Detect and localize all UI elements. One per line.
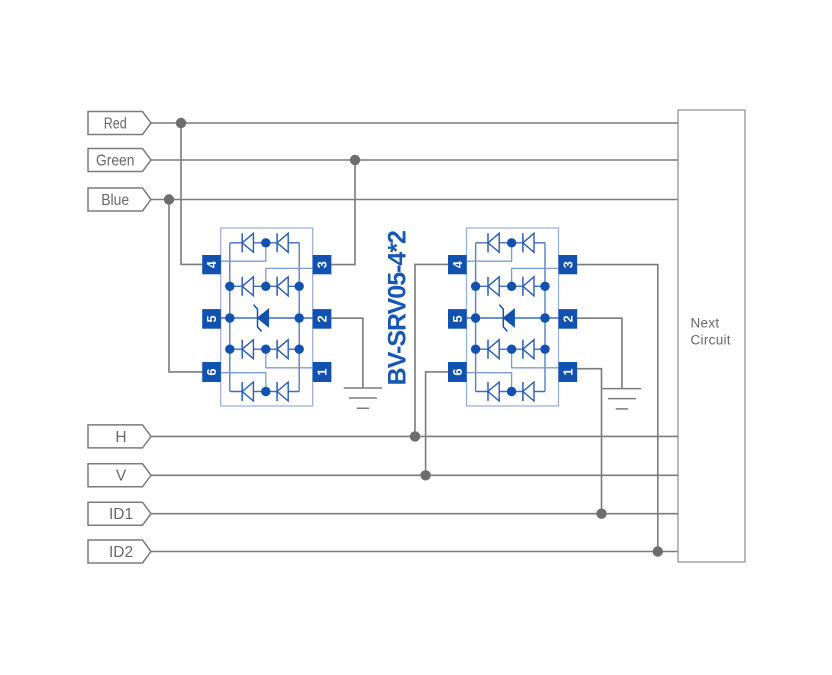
svg-text:V: V — [116, 468, 127, 485]
svg-text:Red: Red — [104, 115, 127, 132]
svg-text:4: 4 — [204, 260, 219, 268]
svg-text:4: 4 — [450, 260, 465, 268]
svg-text:6: 6 — [204, 368, 219, 375]
svg-text:ID2: ID2 — [109, 544, 133, 561]
svg-text:5: 5 — [204, 315, 219, 322]
svg-text:BV-SRV05-4*2: BV-SRV05-4*2 — [384, 231, 412, 385]
svg-text:Circuit: Circuit — [691, 332, 731, 347]
svg-text:Blue: Blue — [101, 192, 129, 209]
svg-text:5: 5 — [450, 315, 465, 322]
svg-text:2: 2 — [560, 315, 575, 322]
svg-text:3: 3 — [560, 261, 575, 268]
svg-text:6: 6 — [450, 368, 465, 375]
svg-text:Green: Green — [96, 152, 135, 169]
svg-text:Next: Next — [691, 316, 720, 331]
svg-text:ID1: ID1 — [109, 506, 133, 523]
svg-text:2: 2 — [315, 315, 330, 322]
svg-text:1: 1 — [315, 368, 330, 375]
svg-text:1: 1 — [560, 368, 575, 375]
svg-text:3: 3 — [315, 261, 330, 268]
svg-text:H: H — [115, 429, 126, 446]
